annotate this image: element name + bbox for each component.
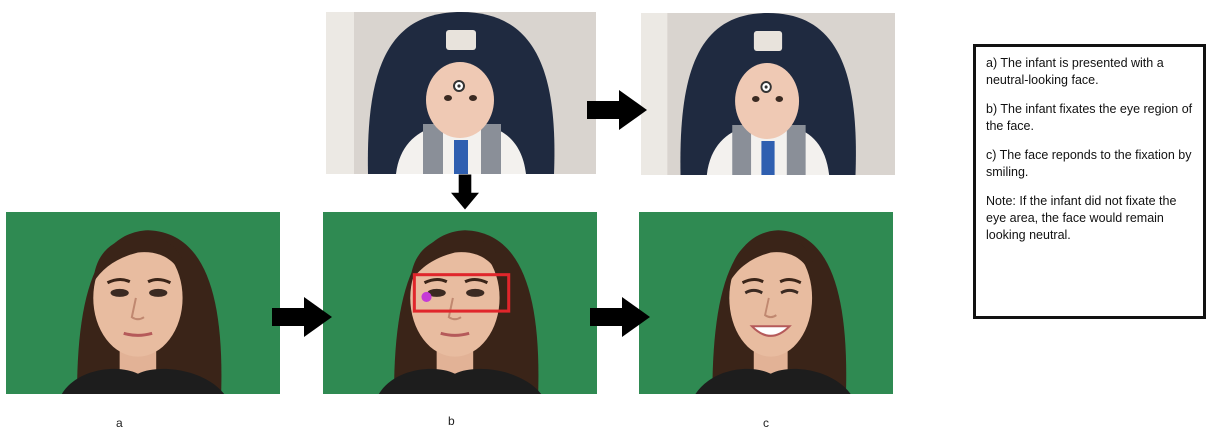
panel-label-c: c <box>763 416 769 430</box>
arrow-b-to-c <box>590 297 650 337</box>
panel-b-fixation-face-image <box>323 212 597 394</box>
panel-label-b: b <box>448 414 455 428</box>
panel-a-neutral-face-image <box>6 212 280 394</box>
arrow-infant-top <box>587 90 647 130</box>
eye-region-box <box>412 273 511 313</box>
arrow-a-to-b <box>272 297 332 337</box>
panel-c-smiling-face-image <box>639 212 893 394</box>
legend-note: Note: If the infant did not fixate the e… <box>986 194 1177 242</box>
legend-item-b: b) The infant fixates the eye region of … <box>986 102 1193 133</box>
gaze-point-dot <box>421 291 432 302</box>
legend-item-c: c) The face reponds to the fixation by s… <box>986 148 1192 179</box>
infant-photo-right <box>641 13 895 175</box>
legend-box: a) The infant is presented with a neutra… <box>973 44 1206 319</box>
panel-label-a: a <box>116 416 123 430</box>
legend-item-a: a) The infant is presented with a neutra… <box>986 56 1164 87</box>
arrow-down-to-b <box>451 168 479 216</box>
infant-photo-left <box>326 12 596 174</box>
